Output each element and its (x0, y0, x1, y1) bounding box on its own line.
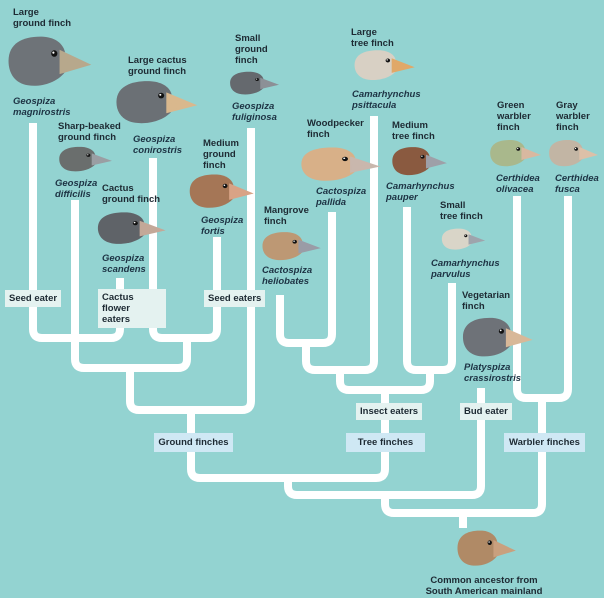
finch-head-12 (490, 139, 541, 167)
finch-head-10 (441, 228, 486, 250)
group-label-ground-finches: Ground finches (154, 433, 233, 452)
ancestor-label: Common ancestor from South American main… (425, 575, 543, 597)
finch-head-2 (230, 71, 279, 95)
finch-head-11 (462, 317, 533, 357)
finch-11-species: Platyspiza crassirostris (464, 362, 522, 384)
finch-4-common-name: Cactus ground finch (102, 183, 161, 205)
finch-5-species: Geospiza fortis (201, 215, 244, 237)
finch-7-species: Cactospiza pallida (316, 186, 367, 208)
finch-head-9 (262, 232, 321, 261)
ancestor-finch-head (457, 530, 516, 566)
finch-13-common-name: Gray warbler finch (556, 100, 590, 133)
diet-label-cactus-flower-eaters: Cactus flower eaters (98, 289, 166, 328)
finch-head-1 (116, 81, 198, 124)
diet-label-seed-eaters: Seed eaters (204, 290, 266, 307)
finch-head-7 (301, 147, 381, 181)
group-label-tree-finches: Tree finches (346, 433, 425, 452)
finch-12-common-name: Green warbler finch (497, 100, 531, 133)
finch-1-species: Geospiza conirostris (133, 134, 183, 156)
finch-head-8 (392, 147, 447, 176)
finch-10-common-name: Small tree finch (440, 200, 483, 222)
finch-6-species: Camarhynchus psittacula (352, 89, 421, 111)
finch-9-common-name: Mangrove finch (264, 205, 309, 227)
finch-10-species: Camarhynchus parvulus (431, 258, 500, 280)
tree-branch (513, 196, 572, 402)
finch-head-5 (189, 174, 254, 208)
finch-5-common-name: Medium ground finch (203, 138, 239, 171)
finch-head-3 (59, 146, 112, 172)
finch-13-species: Certhidea fusca (555, 173, 599, 195)
finch-4-species: Geospiza scandens (102, 253, 146, 275)
diet-label-insect-eaters: Insect eaters (356, 403, 423, 420)
finch-12-species: Certhidea olivacea (496, 173, 540, 195)
finch-6-common-name: Large tree finch (351, 27, 394, 49)
finch-head-6 (354, 50, 415, 81)
finch-11-common-name: Vegetarian finch (462, 290, 511, 312)
diet-label-bud-eater: Bud eater (460, 403, 512, 420)
finch-head-0 (8, 36, 92, 86)
group-label-warbler-finches: Warbler finches (504, 433, 585, 452)
finch-2-species: Geospiza fuliginosa (232, 101, 277, 123)
finch-head-4 (97, 212, 166, 244)
finch-0-species: Geospiza magnirostris (13, 96, 71, 118)
finch-9-species: Cactospiza heliobates (262, 265, 313, 287)
tree-branch (403, 207, 456, 374)
diet-label-seed-eater: Seed eater (5, 290, 62, 307)
finch-1-common-name: Large cactus ground finch (128, 55, 187, 77)
finch-3-species: Geospiza difficilis (55, 178, 98, 200)
finch-2-common-name: Small ground finch (235, 33, 268, 66)
finch-8-species: Camarhynchus pauper (386, 181, 455, 203)
finch-3-common-name: Sharp-beaked ground finch (58, 121, 121, 143)
finch-0-common-name: Large ground finch (13, 7, 72, 29)
finch-head-13 (549, 139, 598, 167)
finch-7-common-name: Woodpecker finch (307, 118, 364, 140)
finch-8-common-name: Medium tree finch (392, 120, 435, 142)
